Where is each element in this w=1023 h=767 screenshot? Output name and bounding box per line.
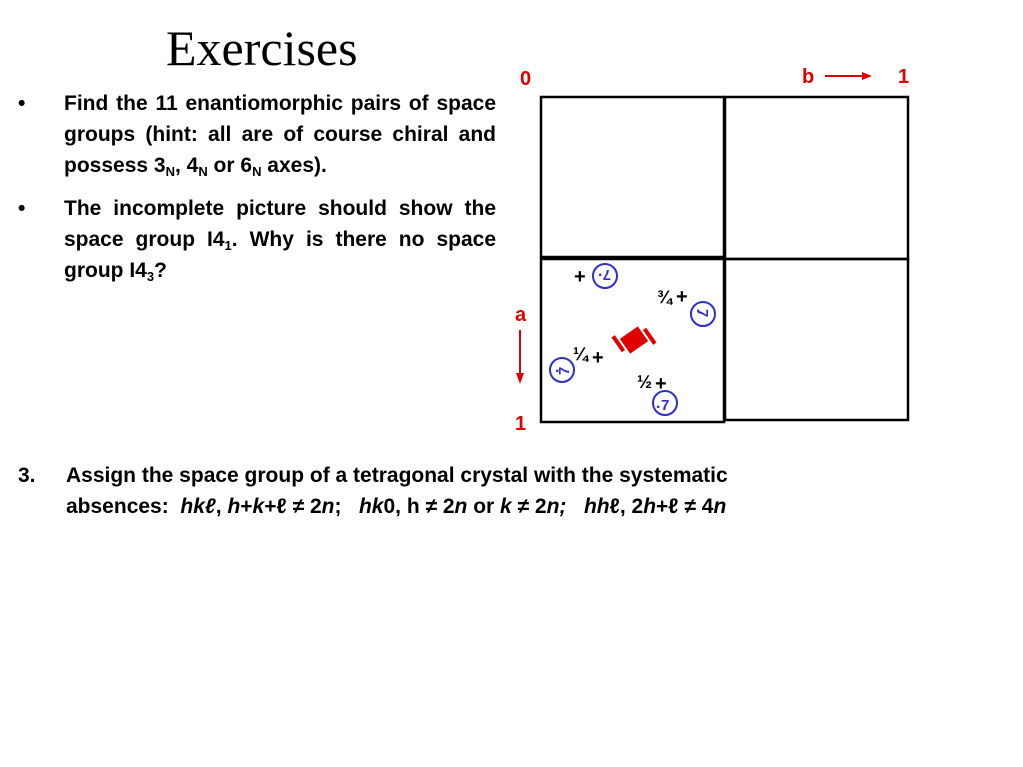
question-segment: k (252, 495, 265, 518)
question-line-2: absences: hkℓ, h+k+ℓ ≠ 2n; hk0, h ≠ 2n o… (66, 491, 1008, 522)
b-axis-arrow (825, 72, 872, 80)
question-segment: ≠ 2 (511, 495, 547, 518)
height-half: ½ (637, 372, 652, 392)
question-segment: hk (358, 495, 384, 518)
question-text: Assign the space group of a tetragonal c… (66, 460, 1008, 522)
question-segment: hkℓ (180, 495, 216, 518)
position-circle (592, 263, 618, 289)
position-top: + . 7 (574, 263, 618, 289)
origin-label: 0 (520, 68, 531, 90)
position-bottom: ½ + . 7 (637, 372, 678, 416)
question-3: 3. Assign the space group of a tetragona… (18, 460, 1008, 522)
question-segment: +ℓ ≠ 4 (656, 495, 714, 518)
question-segment: n; (546, 495, 567, 518)
height-quarter: ¼ (573, 344, 590, 364)
a-axis-end-label: 1 (515, 413, 526, 435)
question-segment: ; (334, 495, 359, 518)
question-segment: n (321, 495, 335, 518)
question-segment: h (227, 495, 241, 518)
bullet-marker: • (18, 92, 26, 115)
height-plus: + (676, 286, 688, 308)
a-axis-arrow (516, 330, 524, 384)
question-segment: h (643, 495, 657, 518)
b-axis-label: b (802, 66, 814, 88)
comma-mark: . (598, 263, 602, 280)
seven-mark: 7 (661, 397, 669, 414)
position-right: ¾ + . 7 (657, 286, 716, 327)
position-circle (690, 301, 716, 327)
seven-mark: 7 (694, 309, 711, 317)
question-segment: n (454, 495, 468, 518)
position-circle (549, 357, 575, 383)
question-segment: or (467, 495, 501, 518)
comma-mark: . (555, 359, 559, 376)
question-segment: , (215, 495, 228, 518)
height-three-quarter: ¾ (657, 287, 674, 307)
question-number: 3. (18, 464, 36, 487)
question-segment: hh (583, 495, 610, 518)
bullet-marker: • (18, 197, 26, 220)
cell-bottom-right (723, 257, 910, 422)
height-plus: + (655, 373, 667, 395)
space-group-diagram: 0 b 1 a 1 + . 7 ¾ + . 7 ¼ + . 7 ½ + (515, 66, 910, 435)
bullet-text: The incomplete picture should show the s… (64, 197, 496, 284)
question-segment: ℓ, 2 (609, 495, 644, 518)
question-segment: n (713, 495, 727, 518)
question-segment: +ℓ ≠ 2 (264, 495, 322, 518)
seven-mark: 7 (603, 266, 611, 283)
comma-mark: . (696, 299, 700, 316)
b-axis-end-label: 1 (898, 66, 909, 88)
page-title: Exercises (166, 20, 358, 76)
height-plus: + (592, 347, 604, 369)
bullet-list: • Find the 11 enantiomorphic pairs of sp… (18, 88, 496, 298)
position-circle (652, 390, 678, 416)
question-segment: k (500, 495, 512, 518)
cell-top-right (723, 95, 910, 261)
height-plus: + (574, 266, 586, 288)
question-segment: 0, h ≠ 2 (383, 495, 455, 518)
position-left: ¼ + . 7 (549, 344, 604, 383)
bullet-item-enantiomorphic: • Find the 11 enantiomorphic pairs of sp… (18, 88, 496, 181)
question-line-1: Assign the space group of a tetragonal c… (66, 464, 728, 487)
question-segment: absences: (66, 495, 181, 518)
bullet-item-i41: • The incomplete picture should show the… (18, 193, 496, 286)
seven-mark: 7 (556, 367, 573, 375)
screw-axis-symbol (611, 326, 657, 354)
cell-grid (539, 95, 910, 424)
question-segment (566, 495, 584, 518)
cell-top-left (539, 95, 726, 259)
comma-mark: . (656, 395, 660, 412)
a-axis-label: a (515, 304, 527, 326)
question-segment: + (240, 495, 253, 518)
bullet-text: Find the 11 enantiomorphic pairs of spac… (64, 92, 496, 179)
